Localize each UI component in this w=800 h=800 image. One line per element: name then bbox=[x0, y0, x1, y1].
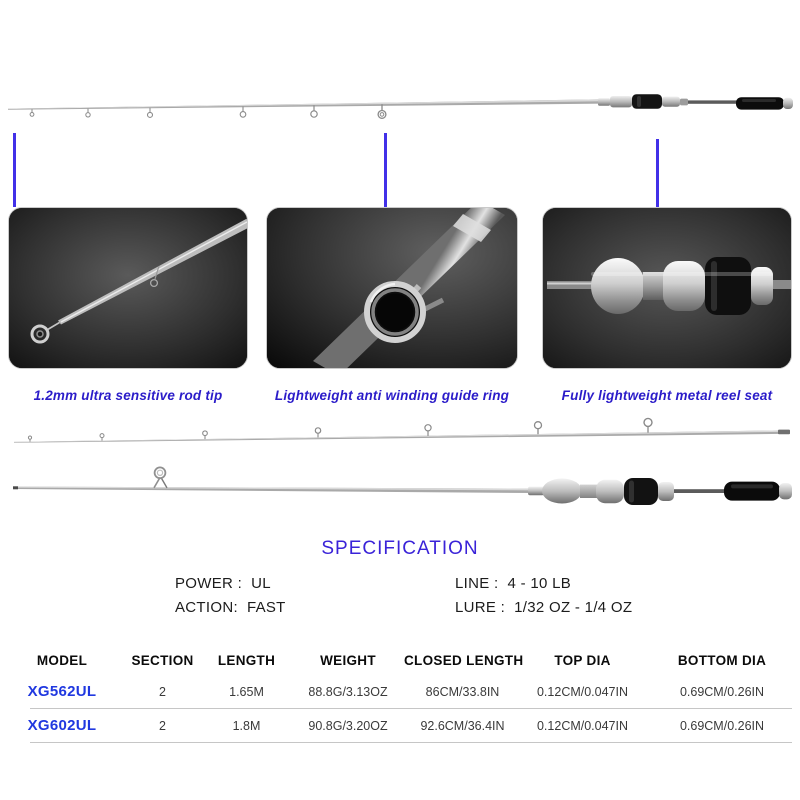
connector-line-tip bbox=[13, 133, 16, 207]
butt-handle bbox=[674, 481, 792, 501]
table-row-xg602ul: XG602UL 2 1.8M 90.8G/3.20OZ 92.6CM/36.4I… bbox=[0, 709, 800, 742]
row-divider bbox=[30, 708, 792, 709]
spec-power-value: UL bbox=[251, 575, 271, 592]
feature-card-reel-seat bbox=[542, 207, 792, 369]
col-header-section: SECTION bbox=[131, 652, 194, 668]
rod-butt-section-photo bbox=[13, 466, 792, 505]
top-dia-value: 0.12CM/0.047IN bbox=[536, 684, 629, 699]
row-divider bbox=[30, 742, 792, 743]
spec-line: LINE : 4 - 10 LB bbox=[455, 575, 571, 592]
connector-line-guide bbox=[384, 133, 387, 207]
reel-seat bbox=[598, 94, 688, 109]
table-header-row: MODEL SECTION LENGTH WEIGHT CLOSED LENGT… bbox=[0, 645, 800, 675]
section-value: 2 bbox=[159, 718, 166, 733]
feature-caption-reel-seat: Fully lightweight metal reel seat bbox=[561, 388, 773, 403]
spec-action-value: FAST bbox=[246, 599, 286, 616]
butt-guide bbox=[153, 466, 168, 489]
spec-power-label: POWER : bbox=[175, 575, 243, 592]
col-header-top-dia: TOP DIA bbox=[554, 652, 611, 668]
section-guides bbox=[27, 417, 653, 442]
length-value: 1.65M bbox=[229, 684, 264, 699]
spec-line-label: LINE : bbox=[455, 575, 499, 592]
feature-card-rod-tip bbox=[8, 207, 248, 369]
rod-handle bbox=[688, 97, 793, 110]
spec-line-value: 4 - 10 LB bbox=[507, 575, 572, 592]
col-header-model: MODEL bbox=[36, 652, 88, 668]
rod-tip-photo bbox=[9, 208, 247, 368]
bottom-dia-value: 0.69CM/0.26IN bbox=[679, 684, 765, 699]
feature-card-guide-ring bbox=[266, 207, 518, 369]
top-dia-value: 0.12CM/0.047IN bbox=[536, 718, 629, 733]
feature-caption-rod-tip: 1.2mm ultra sensitive rod tip bbox=[33, 388, 223, 403]
spec-action: ACTION: FAST bbox=[175, 599, 286, 616]
closed-length-value: 92.6CM/36.4IN bbox=[420, 718, 505, 733]
guide-ring-photo bbox=[267, 208, 517, 368]
section-value: 2 bbox=[159, 684, 166, 699]
spec-power: POWER : UL bbox=[175, 575, 271, 592]
assembled-rod-photo bbox=[8, 94, 793, 119]
col-header-length: LENGTH bbox=[217, 652, 276, 668]
model-name: XG602UL bbox=[27, 717, 97, 734]
reel-seat-section bbox=[528, 478, 674, 505]
weight-value: 88.8G/3.13OZ bbox=[308, 684, 388, 699]
length-value: 1.8M bbox=[232, 718, 261, 733]
model-name: XG562UL bbox=[27, 683, 97, 700]
col-header-closed-length: CLOSED LENGTH bbox=[404, 652, 524, 668]
spec-table: MODEL SECTION LENGTH WEIGHT CLOSED LENGT… bbox=[0, 645, 800, 743]
closed-length-value: 86CM/33.8IN bbox=[425, 684, 500, 699]
col-header-weight: WEIGHT bbox=[320, 652, 376, 668]
grip-ring bbox=[705, 257, 751, 315]
col-header-bottom-dia: BOTTOM DIA bbox=[677, 652, 767, 668]
rod-guides bbox=[29, 104, 387, 119]
weight-value: 90.8G/3.20OZ bbox=[308, 718, 388, 733]
spec-action-label: ACTION: bbox=[175, 599, 238, 616]
feature-caption-guide-ring: Lightweight anti winding guide ring bbox=[274, 388, 510, 403]
reel-seat-photo bbox=[543, 208, 791, 368]
guide-ring bbox=[364, 281, 426, 343]
rod-tip-section-photo bbox=[14, 417, 790, 443]
spec-lure-label: LURE : bbox=[455, 599, 506, 616]
tip-eyelet-ring bbox=[30, 324, 50, 344]
rod-blank bbox=[8, 99, 604, 110]
bottom-dia-value: 0.69CM/0.26IN bbox=[679, 718, 765, 733]
spec-lure-value: 1/32 OZ - 1/4 OZ bbox=[514, 599, 633, 616]
specification-title: SPECIFICATION bbox=[321, 538, 479, 559]
spec-lure: LURE : 1/32 OZ - 1/4 OZ bbox=[455, 599, 632, 616]
ferrule-end bbox=[778, 429, 790, 435]
connector-line-seat bbox=[656, 139, 659, 207]
table-row-xg562ul: XG562UL 2 1.65M 88.8G/3.13OZ 86CM/33.8IN… bbox=[0, 675, 800, 708]
